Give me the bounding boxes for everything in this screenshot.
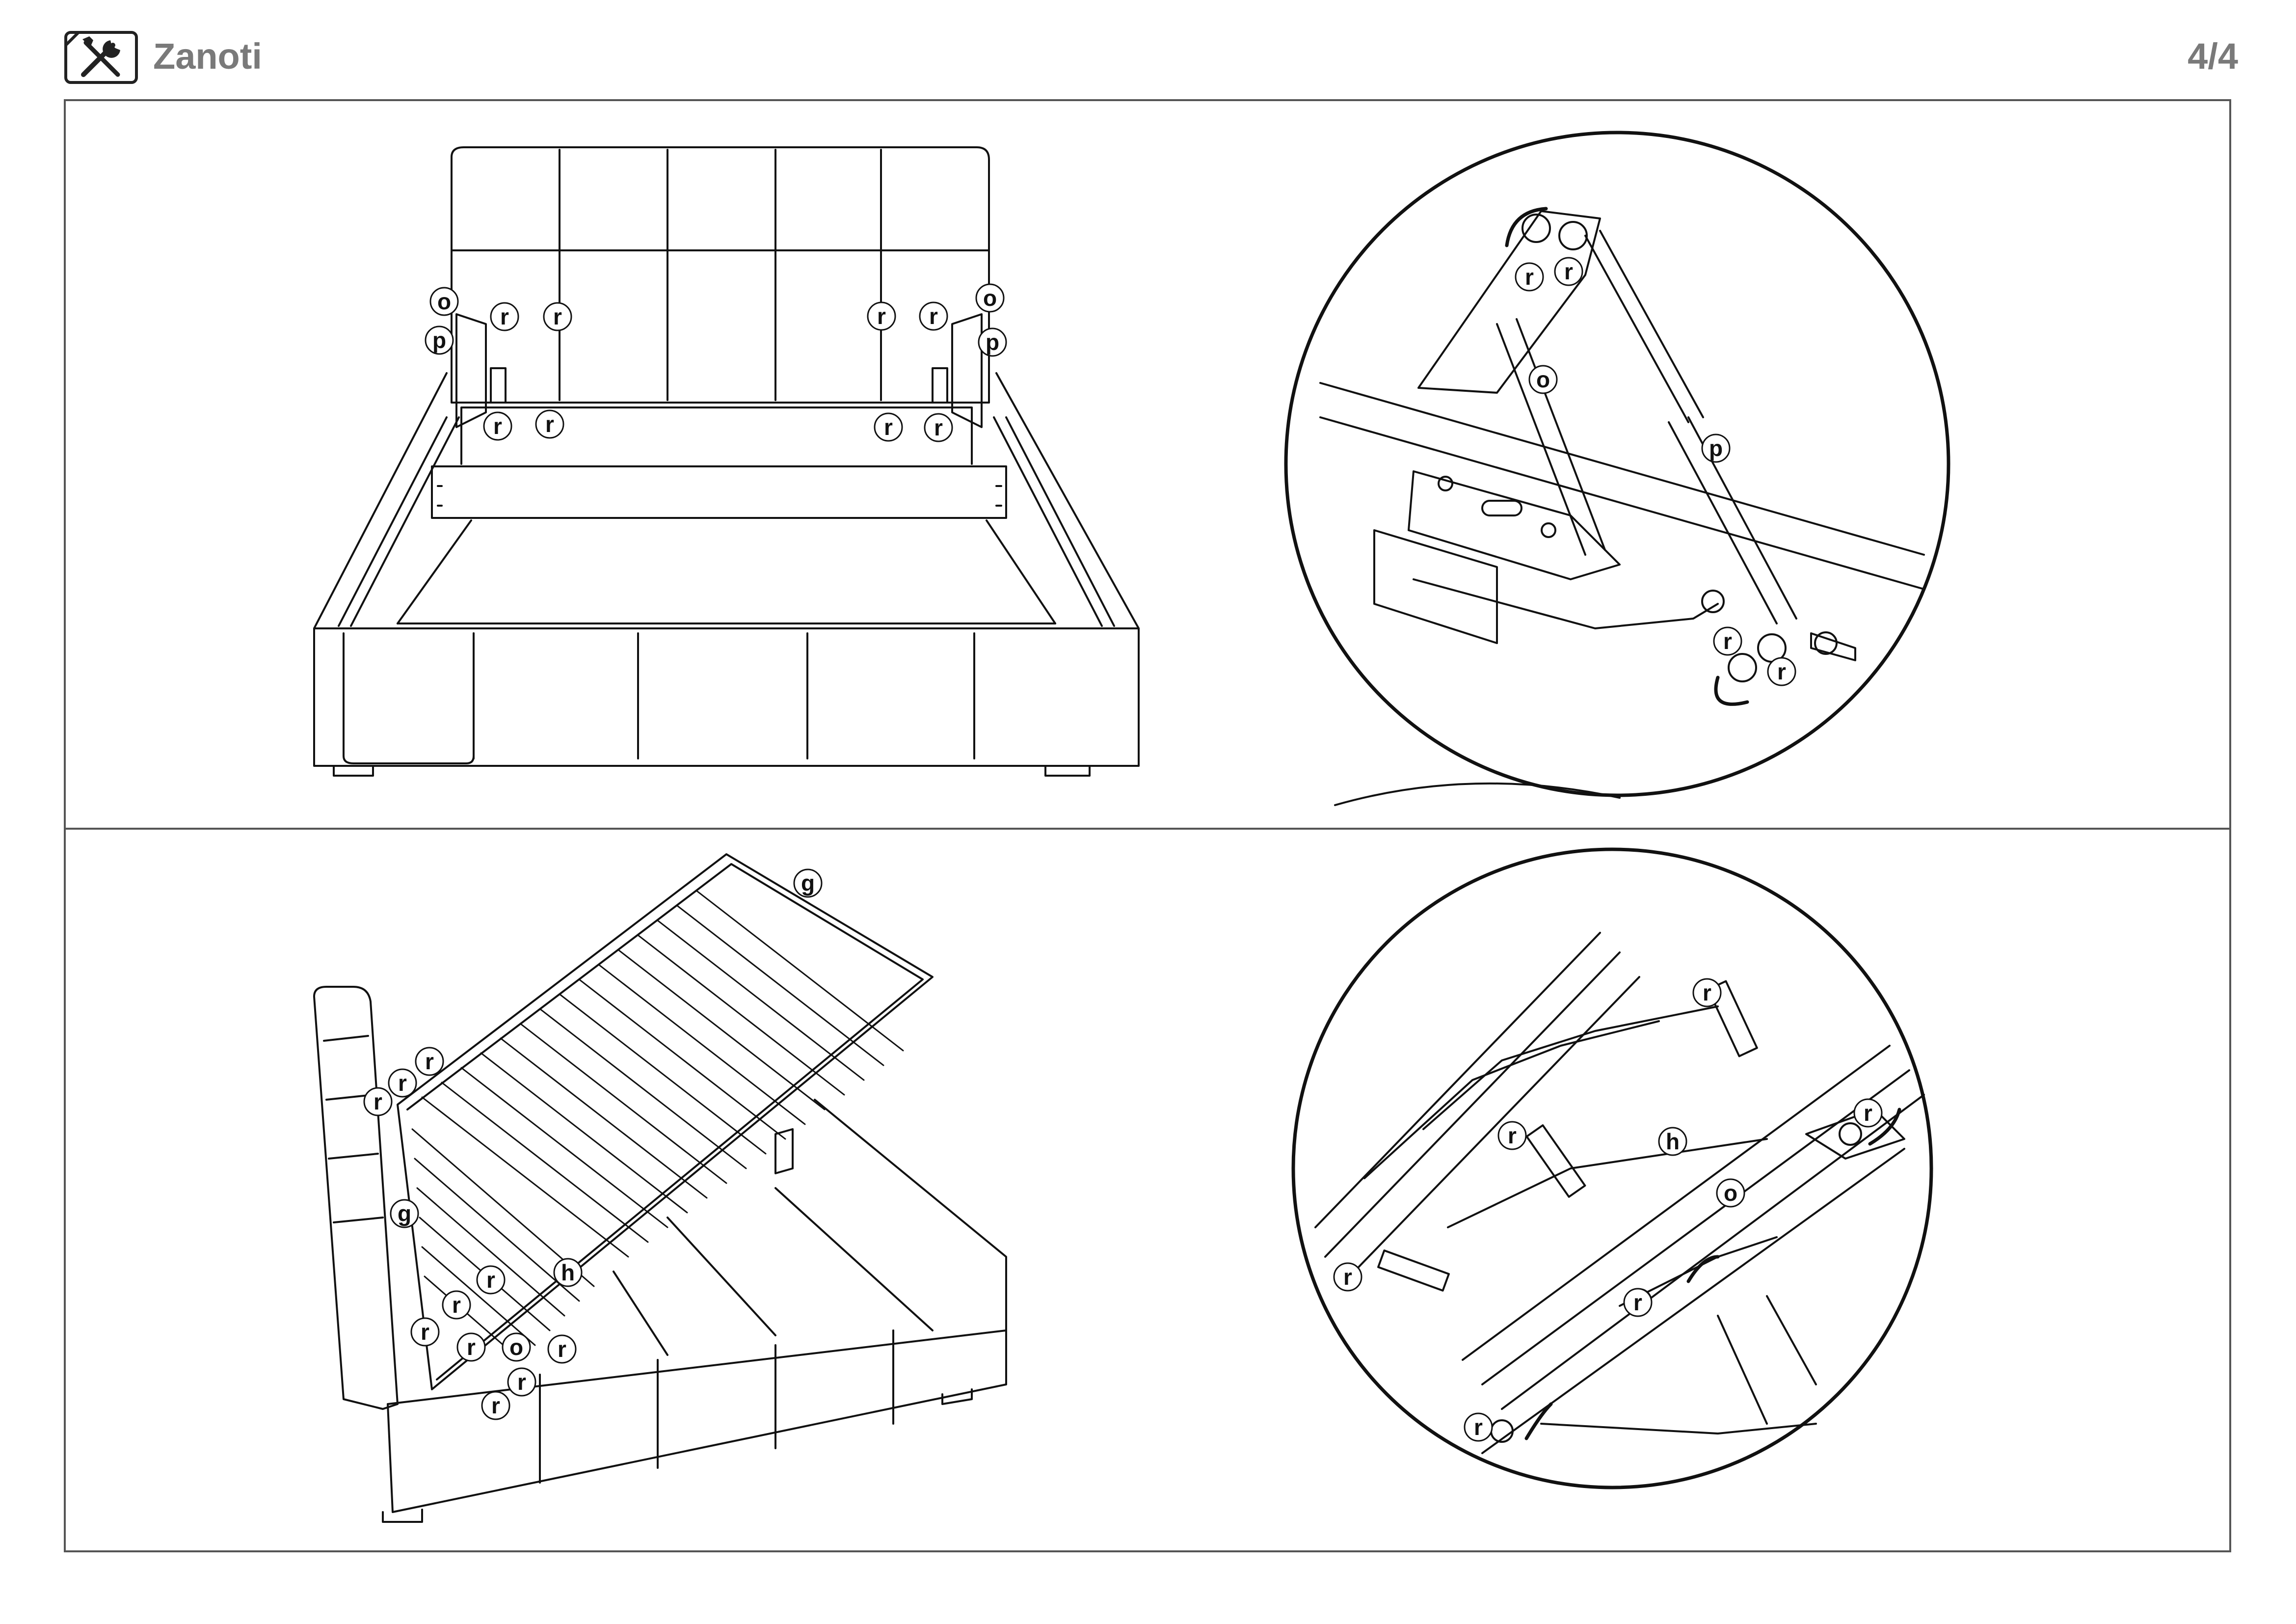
rotate-arrow-icon [1505,207,1749,706]
svg-text:r: r [877,303,886,329]
svg-text:r: r [1703,980,1711,1005]
svg-text:p: p [1709,435,1723,461]
svg-text:r: r [500,304,509,329]
part-label-r: r [919,301,948,331]
svg-text:r: r [1864,1100,1872,1126]
svg-text:r: r [1777,659,1786,684]
part-label-r: r [547,1334,577,1364]
part-label-r: r [1623,1288,1653,1317]
svg-text:o: o [509,1334,523,1360]
svg-text:r: r [934,415,943,440]
svg-text:r: r [517,1369,526,1395]
part-label-r: r [442,1290,471,1320]
instruction-frame [64,99,2231,1552]
part-label-r: r [1767,657,1796,686]
part-label-r: r [1464,1412,1493,1442]
svg-text:r: r [491,1393,500,1418]
part-label-r: r [456,1332,486,1362]
svg-text:p: p [986,329,999,355]
svg-text:r: r [1508,1123,1517,1148]
part-label-r: r [867,301,896,331]
panel-divider [64,828,2231,830]
part-label-r: r [1853,1098,1883,1128]
svg-text:r: r [452,1292,461,1318]
svg-text:r: r [558,1336,566,1362]
part-label-p: p [978,327,1007,357]
part-label-r: r [543,302,572,331]
part-label-r: r [1554,257,1583,286]
page-number: 4/4 [2188,36,2238,77]
svg-text:o: o [1724,1180,1737,1206]
svg-text:h: h [561,1260,575,1285]
tools-icon [64,30,138,84]
part-label-r: r [415,1047,444,1076]
part-label-r: r [490,302,519,331]
part-labels: o r r r r o p p r r r r r r o p r r g r … [363,257,1883,1442]
svg-text:g: g [801,870,815,896]
rotate-arrow-icon [1524,1108,1901,1440]
part-label-p: p [1701,433,1731,463]
part-label-o: o [429,287,459,316]
part-label-h: h [553,1258,583,1287]
part-label-o: o [1716,1178,1745,1208]
part-label-r: r [410,1317,440,1347]
svg-text:r: r [545,411,554,437]
svg-text:o: o [1536,367,1550,392]
brand-name: Zanoti [153,36,262,77]
svg-text:p: p [432,327,446,353]
svg-text:r: r [398,1070,407,1096]
svg-text:r: r [1525,264,1534,290]
svg-text:h: h [1666,1129,1680,1154]
part-label-r: r [924,413,953,442]
slat-mount-detail [1291,847,1933,1489]
part-label-r: r [1692,978,1722,1007]
lift-mechanism-detail [1284,131,1950,806]
part-label-o: o [1528,365,1558,394]
bed-open-drawing [313,853,1007,1523]
svg-text:g: g [398,1201,411,1226]
svg-text:r: r [553,304,562,329]
svg-text:r: r [929,303,938,329]
svg-text:o: o [983,285,997,311]
part-label-o: o [502,1332,531,1362]
svg-text:r: r [486,1267,495,1293]
svg-text:r: r [1343,1264,1352,1290]
part-label-r: r [874,412,903,442]
svg-text:r: r [1633,1290,1642,1315]
svg-text:o: o [437,289,451,314]
part-label-r: r [483,411,512,441]
svg-text:r: r [1723,628,1732,654]
part-label-r: r [1515,262,1544,292]
svg-text:r: r [374,1089,382,1114]
part-label-h: h [1658,1127,1687,1156]
svg-text:r: r [884,414,893,440]
svg-text:r: r [425,1049,434,1074]
svg-text:r: r [1564,259,1573,284]
part-label-r: r [476,1265,506,1295]
part-label-r: r [481,1391,510,1420]
bed-frame-drawing-top [313,146,1140,777]
svg-text:r: r [467,1334,476,1360]
part-label-g: g [390,1199,419,1228]
part-label-r: r [535,409,564,439]
part-label-r: r [388,1068,417,1098]
part-label-r: r [1333,1262,1362,1292]
part-label-r: r [1713,626,1742,656]
part-label-r: r [1497,1121,1527,1150]
part-label-g: g [793,868,823,898]
part-label-r: r [507,1367,536,1397]
part-label-o: o [975,283,1005,313]
part-label-r: r [363,1087,393,1116]
svg-text:r: r [493,413,502,439]
part-label-p: p [425,325,454,355]
svg-text:r: r [421,1319,429,1345]
svg-text:r: r [1474,1414,1483,1440]
